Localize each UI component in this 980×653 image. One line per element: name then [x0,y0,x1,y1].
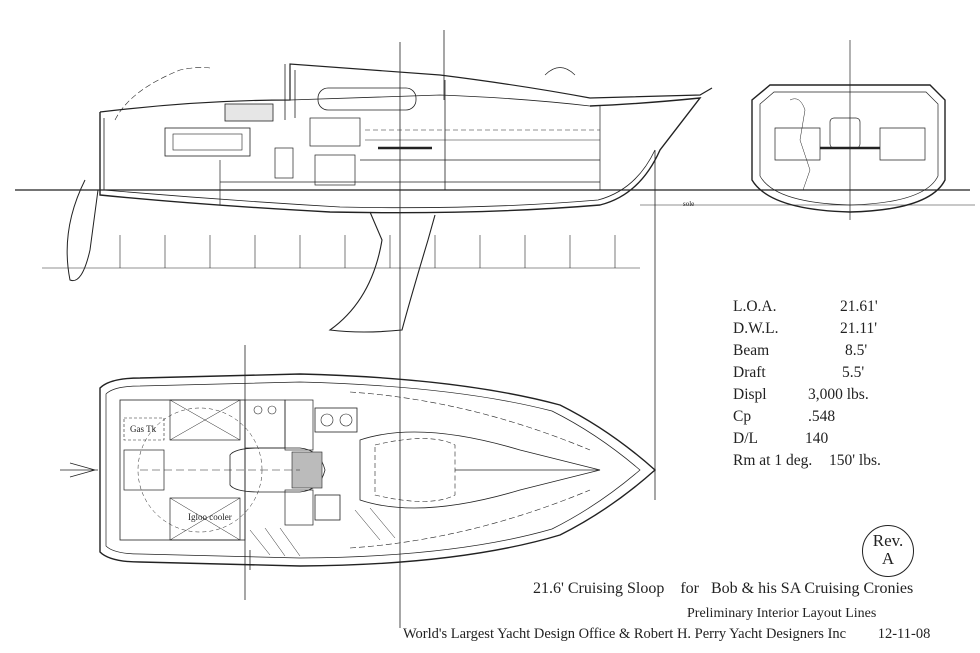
spec-value: 5.5' [842,364,865,381]
drawing-subtitle: Preliminary Interior Layout Lines [687,606,877,621]
revision-badge: Rev. A [862,525,914,577]
plan-view [60,373,657,567]
spec-name: D.W.L. [733,320,779,337]
spec-value: .548 [808,408,836,425]
gas-tank-label: Gas Tk [130,424,157,434]
spec-value: 150' lbs. [829,452,881,469]
design-title: 21.6' Cruising Sloop for Bob & his SA Cr… [533,580,913,598]
drawing-date: 12-11-08 [877,626,931,642]
spec-name: D/L [733,430,758,447]
office-line: World's Largest Yacht Design Office & Ro… [403,626,930,643]
design-name: 21.6' Cruising Sloop [533,580,665,597]
spec-name: Displ [733,386,767,403]
spec-value: 3,000 lbs. [808,386,869,403]
spec-name: Beam [733,342,770,359]
for-word: for [680,580,699,597]
spec-name: Draft [733,364,766,381]
spec-value: 21.61' [840,298,878,315]
spec-value: 8.5' [845,342,868,359]
client-name: Bob & his SA Cruising Cronies [711,580,914,597]
spec-name: L.O.A. [733,298,777,315]
revision-line1: Rev. [872,531,904,550]
revision-line2: A [881,549,895,568]
construction-lines [244,30,656,628]
section-view [751,40,946,220]
spec-name: Cp [733,408,752,425]
spec-value: 140 [805,430,829,447]
sole-label: sole [683,200,695,208]
spec-value: 21.11' [840,320,878,337]
office-name: World's Largest Yacht Design Office & Ro… [403,626,847,642]
spec-name: Rm at 1 deg. [733,452,813,469]
cooler-label: Igloo cooler [188,512,232,522]
profile-view [15,63,975,333]
